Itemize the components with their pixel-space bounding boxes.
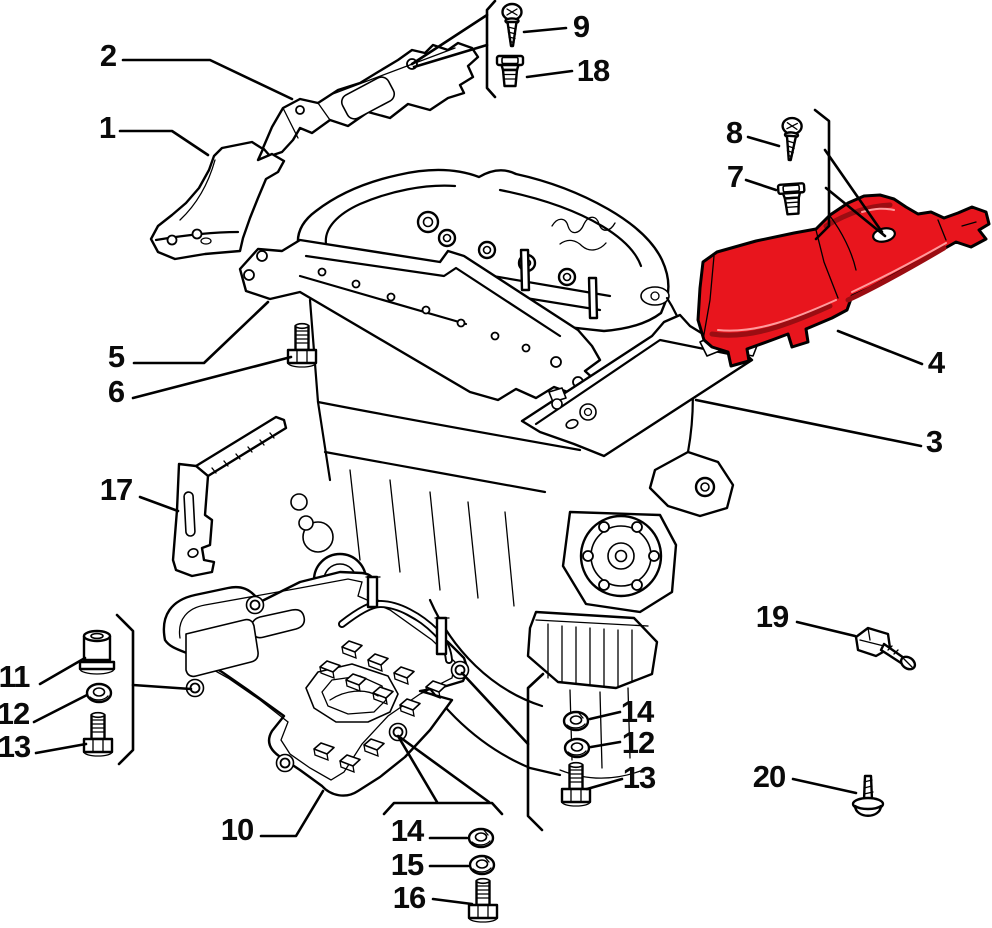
part-5-heat-shield [238, 238, 602, 402]
part-17-arm [194, 415, 288, 478]
leader-10 [259, 789, 325, 838]
callout-11: 11 [0, 659, 30, 694]
clip-18 [495, 54, 525, 88]
callout-12: 12 [0, 696, 29, 731]
bracket-14-16-line-b [399, 736, 491, 804]
part-10-inner-rim [178, 578, 456, 781]
part-1-outline [149, 140, 286, 261]
part-17-bracket [171, 415, 288, 578]
leader-18 [525, 69, 574, 79]
bracket-14-12-13-line [460, 671, 530, 746]
bracket-11-13-line [131, 683, 193, 691]
leader-14-mid [588, 710, 622, 721]
leader-8 [746, 135, 781, 148]
callout-16: 16 [393, 880, 426, 915]
part-4-shading-light [717, 207, 947, 332]
bracket-14-16-line-a [396, 734, 439, 804]
bracket-8-7 [813, 108, 831, 241]
part-10-under-tray [162, 570, 470, 797]
fasteners [78, 2, 917, 924]
screw-20 [851, 774, 885, 817]
bracket-8-7-line-a [823, 148, 884, 234]
callout-13-mid: 13 [623, 760, 656, 795]
bolt-13-mid [560, 761, 592, 808]
leader-4 [836, 329, 924, 366]
callout-14-bottom: 14 [391, 813, 425, 848]
bracket-9-18-line-b [412, 43, 489, 69]
leader-lines [32, 0, 924, 906]
leader-16 [431, 897, 474, 906]
spacer-11 [78, 629, 116, 676]
clip-7 [776, 181, 808, 217]
callout-15: 15 [391, 847, 424, 882]
callout-18: 18 [577, 53, 610, 88]
callout-14-mid: 14 [621, 694, 655, 729]
leader-20 [791, 777, 858, 795]
part-5-outline [238, 238, 602, 402]
part-10-support-loop [338, 575, 453, 664]
part-2-upper-cover [261, 41, 480, 158]
bracket-9-18 [485, 0, 497, 99]
callout-5: 5 [108, 339, 125, 374]
callout-2: 2 [100, 38, 116, 73]
bracket-14-16 [382, 801, 504, 816]
screw-8 [779, 116, 804, 162]
screw-9 [501, 2, 523, 48]
part-1-corner-cover [149, 140, 286, 261]
callout-4: 4 [928, 345, 946, 380]
callout-20: 20 [753, 759, 785, 794]
callout-7: 7 [727, 159, 743, 194]
leader-19 [795, 620, 857, 638]
leader-9 [522, 26, 568, 34]
washer-14-mid [562, 710, 590, 732]
bracket-9-18-line-a [410, 13, 489, 66]
leader-11 [38, 656, 87, 686]
leader-13-mid [585, 777, 624, 791]
leader-7 [744, 178, 778, 192]
bracket-14-12-13 [526, 672, 545, 832]
bracket-11-13 [115, 613, 135, 766]
bolt-16 [467, 877, 499, 924]
callout-10: 10 [221, 812, 253, 847]
part-4-outline [696, 193, 991, 368]
leader-12-mid [589, 740, 622, 749]
callout-1: 1 [99, 110, 116, 145]
washer-14-bottom [467, 827, 495, 849]
callout-19: 19 [756, 599, 789, 634]
callout-6: 6 [108, 374, 125, 409]
clipnut-19 [854, 626, 917, 671]
callout-12-mid: 12 [622, 725, 654, 760]
leader-2 [121, 58, 294, 101]
leader-12-left [32, 693, 89, 724]
callout-labels: 1 2 3 4 5 6 7 8 9 10 11 12 13 14 12 13 1… [0, 9, 947, 915]
washer-15 [468, 854, 496, 876]
leader-6 [131, 355, 293, 400]
callout-9: 9 [573, 9, 590, 44]
callout-13: 13 [0, 729, 31, 764]
washer-12-mid [563, 737, 591, 759]
part-4-highlighted-cover [696, 193, 991, 368]
washer-12-left [85, 682, 113, 704]
callout-17: 17 [100, 472, 132, 507]
leader-13-left [34, 742, 88, 755]
leader-17 [138, 495, 180, 513]
bracket-8-7-line-b [824, 186, 887, 238]
leader-5 [132, 300, 270, 365]
leader-1 [118, 129, 210, 157]
callout-3: 3 [926, 424, 943, 459]
bolt-13-left [82, 711, 114, 758]
part-4-shading-dark [709, 202, 947, 338]
leader-3 [694, 398, 923, 448]
callout-8: 8 [726, 115, 743, 150]
